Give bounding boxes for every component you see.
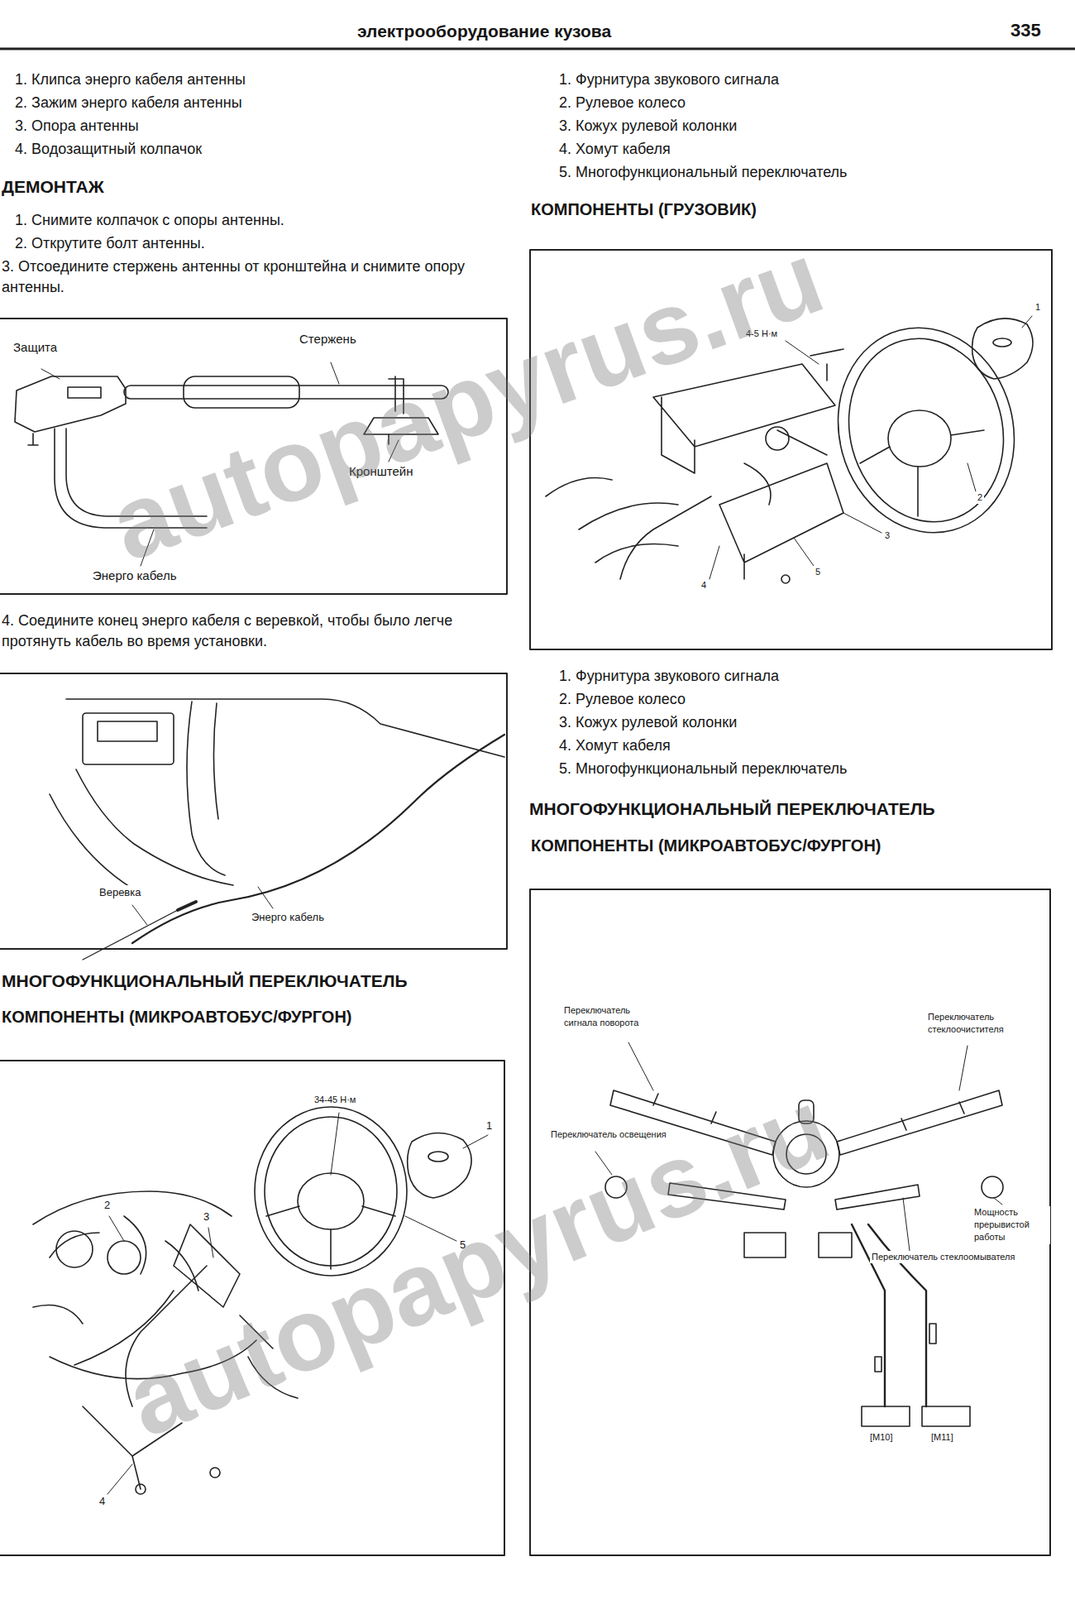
procedure-step: 2. Открутите болт антенны. xyxy=(14,233,206,254)
parts-list-item: 3. Опора антенны xyxy=(14,115,139,137)
section-subheading: КОМПОНЕНТЫ (МИКРОАВТОБУС/ФУРГОН) xyxy=(1,1005,353,1029)
parts-list-item: 2. Рулевое колесо xyxy=(559,92,686,114)
dashboard-drawing xyxy=(49,698,505,960)
parts-list-item: 5. Многофункциональный переключатель xyxy=(559,162,848,183)
parts-list-item: 2. Зажим энерго кабеля антенны xyxy=(14,92,243,114)
parts-list-item: 1. Фурнитура звукового сигнала xyxy=(559,665,779,687)
part-label: Энерго кабель xyxy=(249,909,326,925)
part-label: Веревка xyxy=(97,884,143,900)
procedure-step: 1. Снимите колпачок с опоры антенны. xyxy=(14,210,285,231)
callout-number: 5 xyxy=(813,565,822,579)
callout-number: 3 xyxy=(883,529,892,542)
part-label: Защита xyxy=(11,339,59,357)
procedure-step: 3. Отсоедините стержень антенны от кронш… xyxy=(1,256,505,298)
part-label: Переключатель стеклоомывателя xyxy=(869,1250,1017,1263)
callout-number: 3 xyxy=(201,1208,211,1224)
callout-number: 4 xyxy=(699,578,708,592)
parts-list-item: 1. Фурнитура звукового сигнала xyxy=(559,69,779,91)
procedure-step: 4. Соедините конец энерго кабеля с верев… xyxy=(1,610,505,652)
connector-label: [M10] xyxy=(868,1430,895,1443)
callout-number: 4 xyxy=(97,1493,107,1509)
parts-list-item: 4. Хомут кабеля xyxy=(559,138,671,160)
parts-list-item: 4. Водозащитный колпачок xyxy=(14,138,202,160)
figure-frame xyxy=(0,673,507,949)
section-heading: ДЕМОНТАЖ xyxy=(1,175,105,200)
running-header: электрооборудование кузова xyxy=(357,19,612,44)
connector-label: [M11] xyxy=(929,1430,956,1443)
parts-list-item: 1. Клипса энерго кабеля антенны xyxy=(14,69,246,91)
part-label: Переключатель сигнала поворота xyxy=(562,1003,665,1029)
callout-number: 1 xyxy=(484,1118,494,1133)
parts-list-item: 3. Кожух рулевой колонки xyxy=(559,711,737,733)
callout-number: 2 xyxy=(975,491,985,504)
callout-number: 2 xyxy=(102,1197,112,1213)
section-heading: МНОГОФУНКЦИОНАЛЬНЫЙ ПЕРЕКЛЮЧАТЕЛЬ xyxy=(529,797,936,822)
header-rule xyxy=(0,47,1075,51)
part-label: Переключатель стеклоочистителя xyxy=(926,1010,1029,1036)
part-label: Мощность прерывистой работы xyxy=(972,1205,1051,1244)
callout-number: 1 xyxy=(1033,301,1042,314)
parts-list-item: 3. Кожух рулевой колонки xyxy=(559,115,737,137)
part-label: Стержень xyxy=(297,330,359,349)
parts-list-item: 5. Многофункциональный переключатель xyxy=(559,758,848,779)
section-subheading: КОМПОНЕНТЫ (ГРУЗОВИК) xyxy=(530,198,757,222)
page-number: 335 xyxy=(1010,18,1042,43)
parts-list-item: 4. Хомут кабеля xyxy=(559,735,671,756)
parts-list-item: 2. Рулевое колесо xyxy=(559,688,686,710)
section-heading: МНОГОФУНКЦИОНАЛЬНЫЙ ПЕРЕКЛЮЧАТЕЛЬ xyxy=(1,969,408,994)
watermark: autopapyrus.ru xyxy=(109,1065,845,1460)
section-subheading: КОМПОНЕНТЫ (МИКРОАВТОБУС/ФУРГОН) xyxy=(530,834,882,858)
torque-label: 34-45 Н·м xyxy=(312,1093,358,1106)
